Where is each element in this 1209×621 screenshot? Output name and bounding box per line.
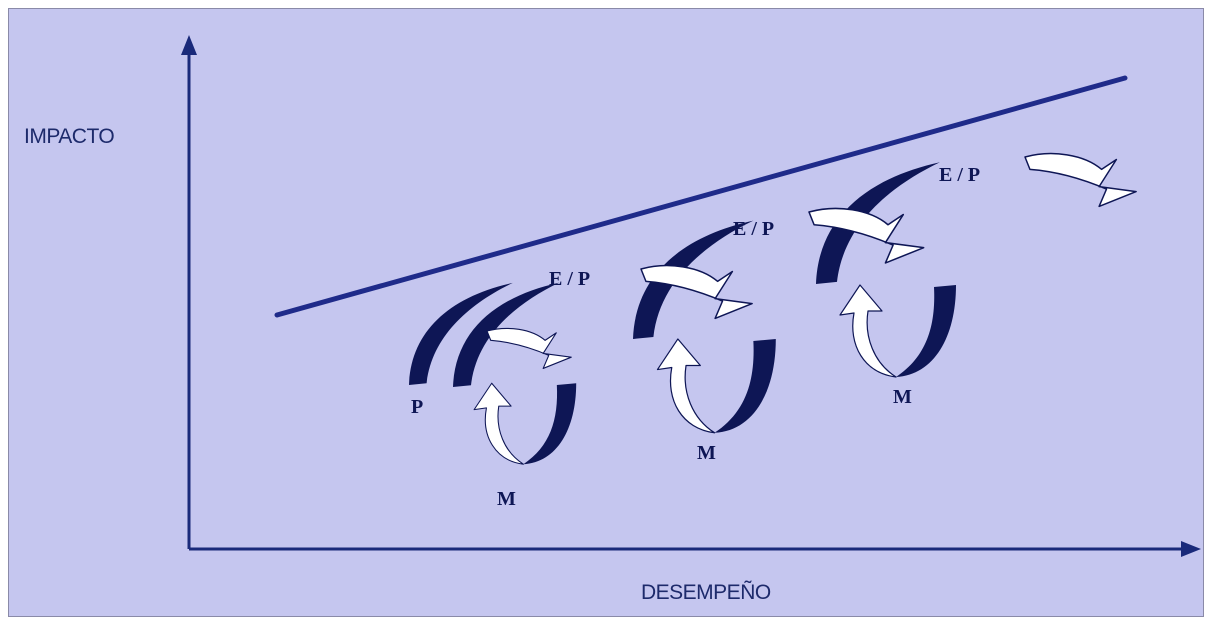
zigzag-arrow-icon [486,327,572,369]
impact-performance-diagram: IMPACTO DESEMPEÑO [8,8,1204,617]
cycle-1: E / P P M [409,268,590,510]
cycle-arrow-icon [839,284,957,378]
trend-line [274,75,1128,318]
cycle-2: E / P M [633,218,777,464]
diagram-canvas: E / P P M E / P M E / P M [181,35,1201,557]
y-axis-label: IMPACTO [24,125,115,148]
y-axis-arrowhead-icon [181,35,197,55]
cycle-arrow-icon [473,382,577,465]
cycle-3-top-label: E / P [939,164,980,186]
x-axis-arrowhead-icon [1181,541,1201,557]
axes [181,35,1201,557]
cycle-arrow-icon [656,338,777,434]
cycle-3-bottom-label: M [893,386,912,408]
zigzag-arrow-icon [1024,153,1137,207]
cycle-2-top-label: E / P [733,218,774,240]
x-axis-label: DESEMPEÑO [641,581,771,604]
cycle-1-bottom-label: M [497,488,516,510]
cycle-1-start-label: P [411,396,423,418]
cycle-3: E / P M [808,153,1137,408]
cycle-1-top-label: E / P [549,268,590,290]
cycle-2-bottom-label: M [697,442,716,464]
